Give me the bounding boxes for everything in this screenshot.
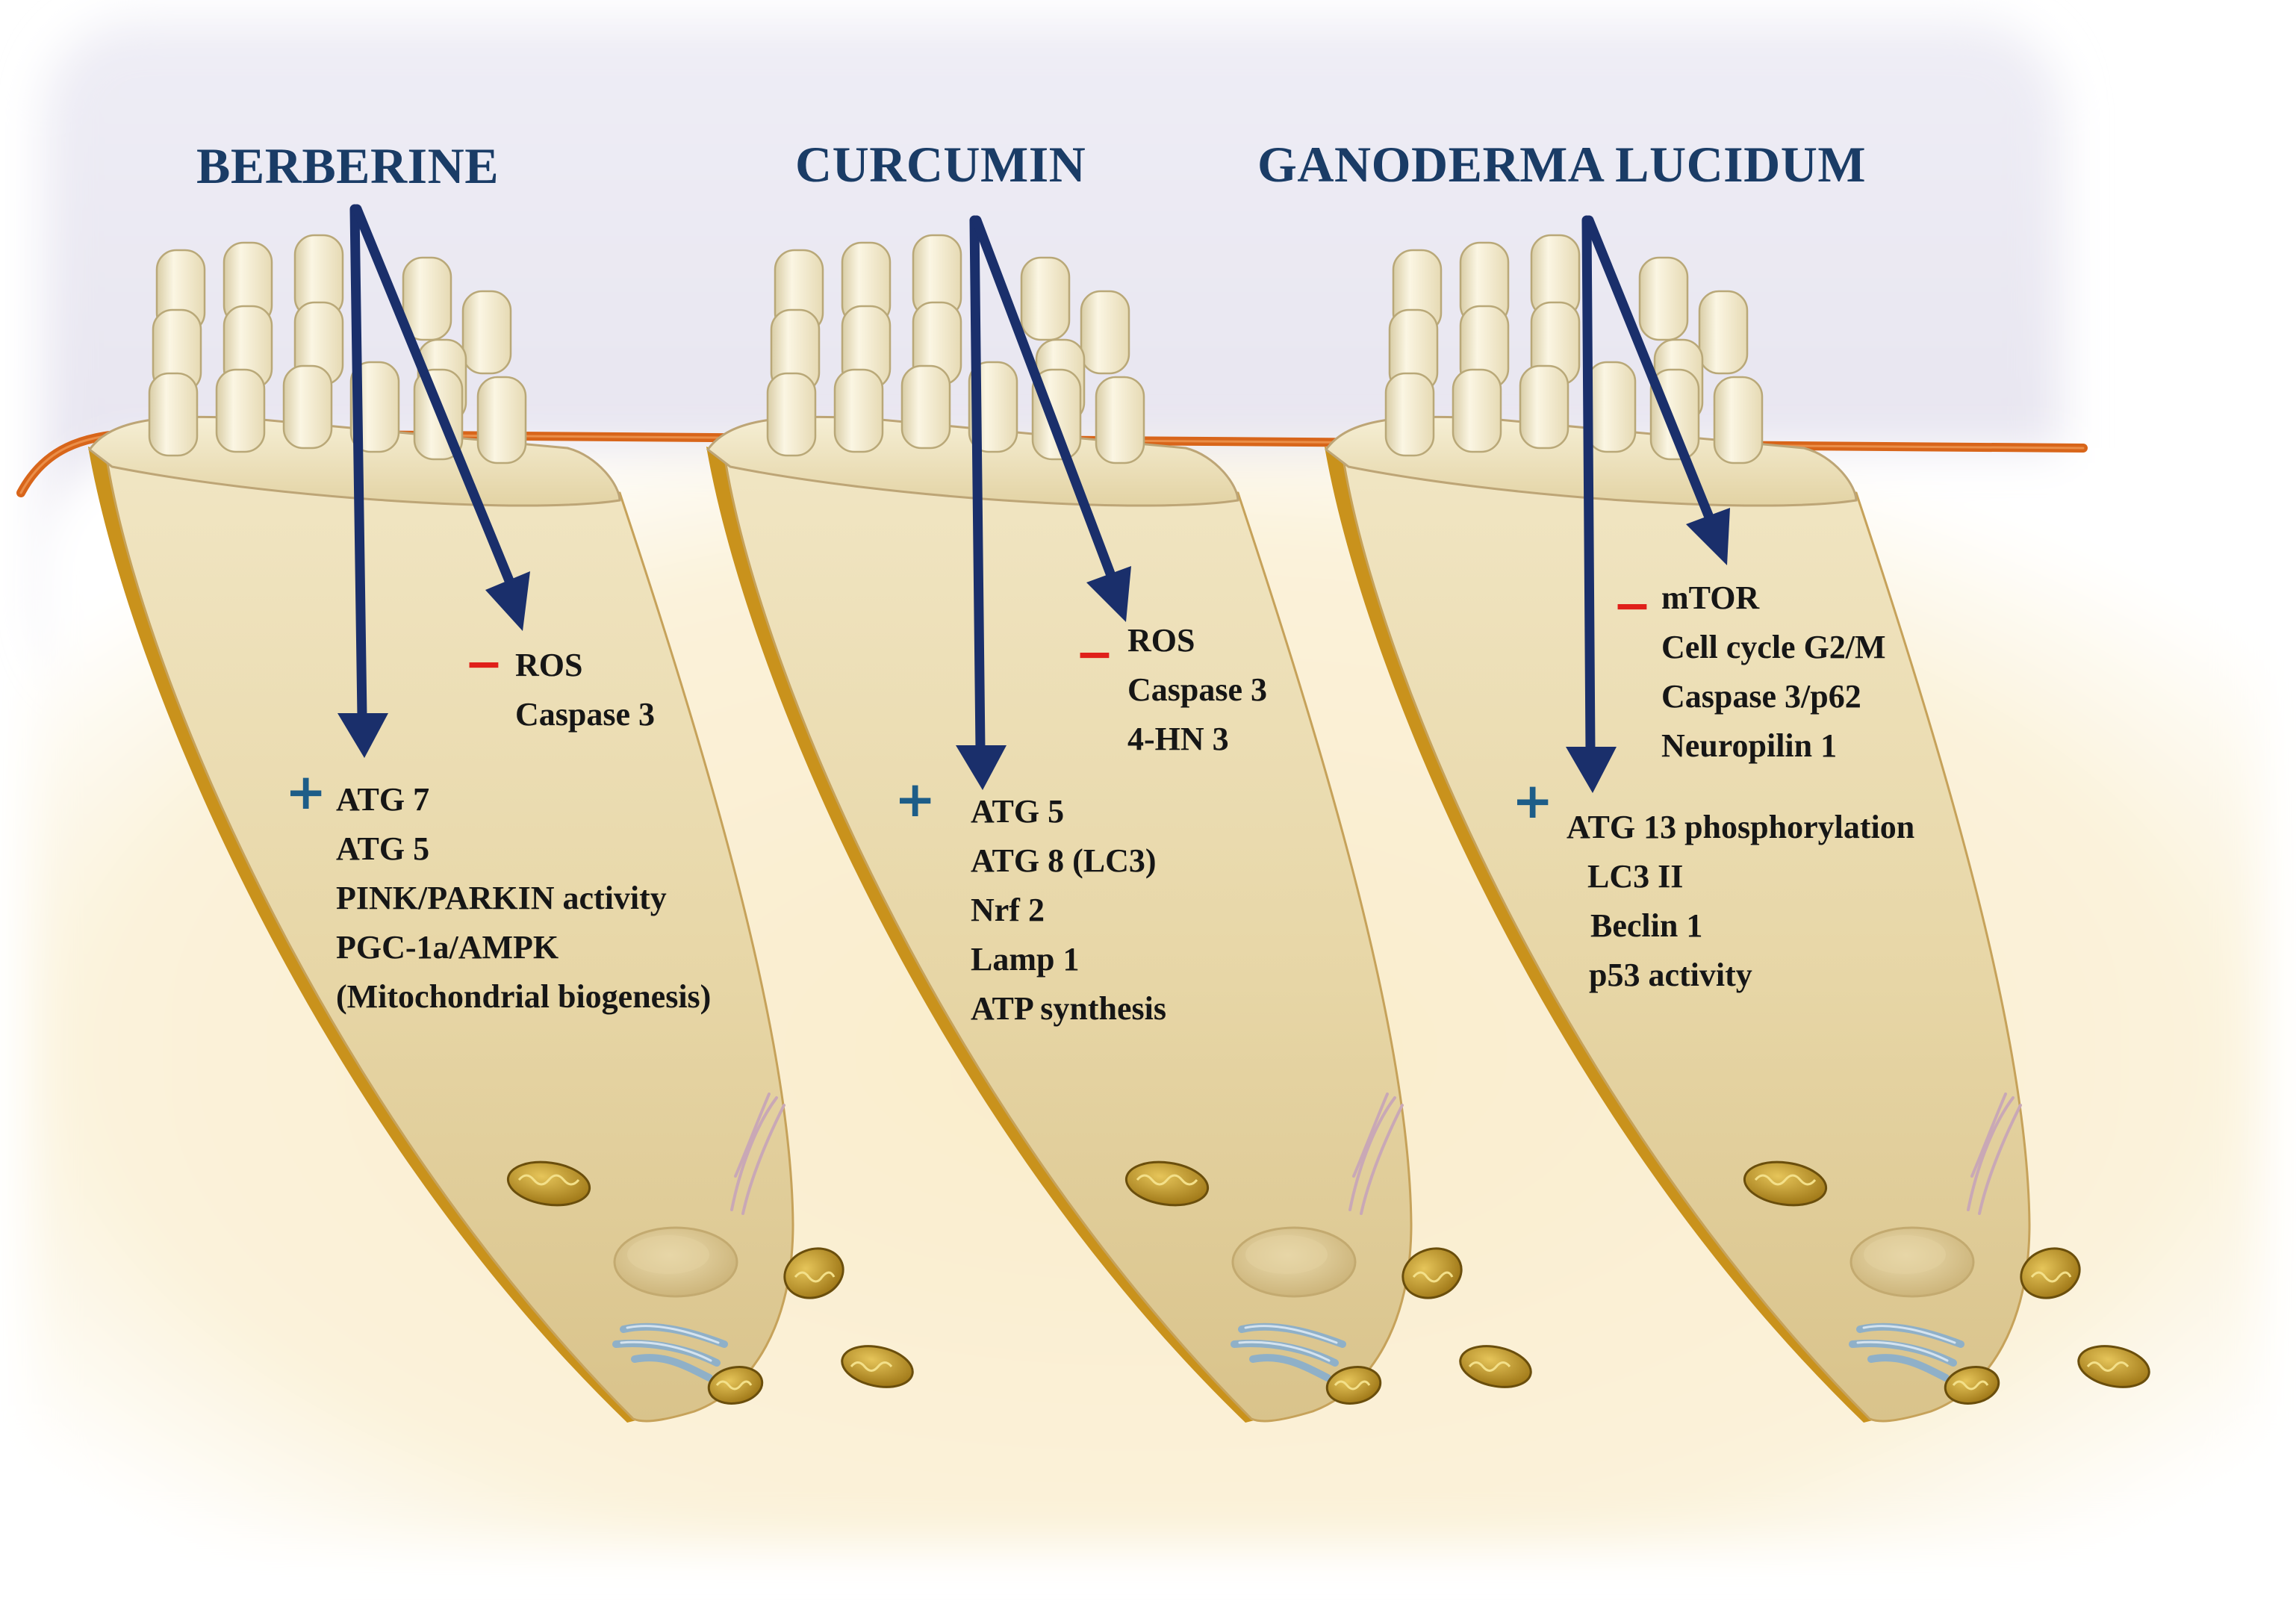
decrease-sign-ganoderma-lucidum: − (1613, 578, 1652, 633)
decrease-item: 4-HN 3 (1127, 721, 1229, 757)
compound-title-berberine: BERBERINE (196, 137, 500, 194)
increase-item: ATG 5 (336, 830, 430, 867)
decrease-sign-curcumin: − (1075, 627, 1114, 681)
increases-list-ganoderma-lucidum: ATG 13 phosphorylation LC3 II Beclin 1 p… (1567, 803, 1914, 1000)
increase-item: ATG 5 (971, 793, 1065, 830)
decreases-list-berberine: ROS Caspase 3 (515, 641, 655, 739)
increase-sign-berberine: + (285, 763, 327, 821)
decreases-list-curcumin: ROS Caspase 3 4-HN 3 (1127, 616, 1267, 764)
decrease-item: mTOR (1661, 579, 1760, 616)
decrease-item: Caspase 3 (515, 696, 656, 733)
increase-sign-ganoderma-lucidum: + (1512, 772, 1554, 830)
increase-item: PGC-1a/AMPK (336, 929, 559, 966)
increase-item: ATG 7 (336, 781, 430, 818)
increase-item: ATG 13 phosphorylation (1567, 809, 1915, 845)
decrease-item: ROS (515, 647, 583, 683)
increase-item: Nrf 2 (971, 892, 1045, 928)
increase-item: ATP synthesis (971, 990, 1167, 1027)
decrease-item: Neuropilin 1 (1661, 727, 1838, 764)
increases-list-berberine: ATG 7 ATG 5 PINK/PARKIN activity PGC-1a/… (336, 775, 711, 1022)
increase-item: LC3 II (1587, 858, 1684, 895)
decrease-item: Cell cycle G2/M (1661, 629, 1886, 665)
decrease-item: ROS (1127, 622, 1195, 659)
compound-title-curcumin: CURCUMIN (795, 136, 1086, 193)
decreases-list-ganoderma-lucidum: mTOR Cell cycle G2/M Caspase 3/p62 Neuro… (1661, 574, 1886, 771)
decrease-item: Caspase 3 (1127, 671, 1268, 708)
decrease-sign-berberine: − (464, 636, 503, 691)
compound-title-ganoderma-lucidum: GANODERMA LUCIDUM (1257, 136, 1867, 193)
increase-item: Lamp 1 (971, 941, 1080, 978)
increase-sign-curcumin: + (895, 771, 936, 828)
decrease-item: Caspase 3/p62 (1661, 678, 1861, 715)
increase-item: Beclin 1 (1590, 907, 1703, 944)
increase-item: PINK/PARKIN activity (336, 880, 667, 916)
increase-item: p53 activity (1589, 957, 1752, 993)
increase-item: ATG 8 (LC3) (971, 842, 1157, 879)
increases-list-curcumin: ATG 5 ATG 8 (LC3) Nrf 2 Lamp 1 ATP synth… (971, 787, 1166, 1034)
increase-item: (Mitochondrial biogenesis) (336, 978, 712, 1015)
